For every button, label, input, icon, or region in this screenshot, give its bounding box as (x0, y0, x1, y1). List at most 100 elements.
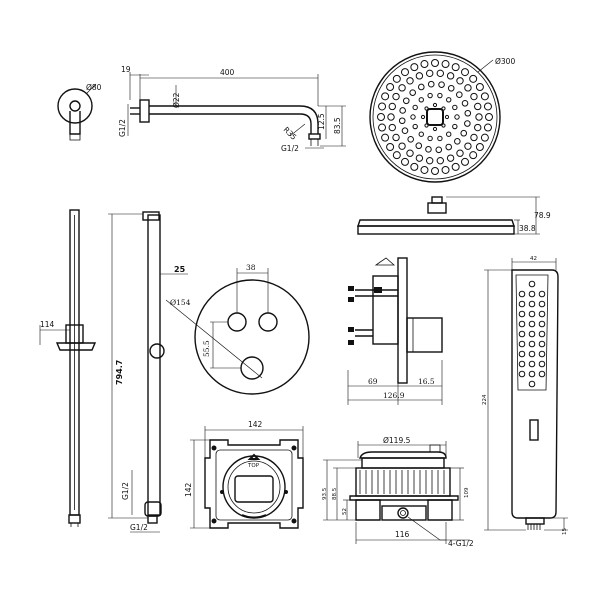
shower-head-nozzle (432, 102, 438, 108)
arm-offset-label: 12.5 (317, 113, 326, 130)
slide-rail-side-thread-label: G1/2 (121, 482, 130, 500)
shower-head-nozzle (461, 99, 469, 107)
shower-head-ball-joint (427, 202, 447, 214)
shower-head-nozzle (400, 157, 409, 166)
box-side-right-foot (427, 499, 453, 521)
shower-head-nozzle (387, 113, 395, 121)
shower-head-height-label: 78.9 (534, 211, 551, 220)
hand-shower-nozzle (518, 310, 526, 318)
shower-head-nozzle (446, 131, 452, 137)
hand-shower-nozzle (528, 340, 536, 348)
valve-side-plate (397, 257, 408, 384)
shower-head-body (357, 219, 515, 227)
hand-shower-nozzle (518, 330, 526, 338)
arm-tube-diameter-label: Ø22 (172, 92, 181, 108)
slide-rail-side-bar (147, 214, 161, 516)
shower-head-nozzle (412, 123, 418, 130)
valve-depth-label: 69 (368, 377, 378, 386)
shower-head-nozzle (464, 120, 471, 127)
hand-shower-nozzle (538, 340, 546, 348)
shower-head-center-cap (426, 108, 444, 126)
hand-shower-nozzle (528, 290, 536, 298)
hand-shower-view: 42 224 15 (482, 256, 568, 535)
hand-shower-nozzle (528, 320, 536, 328)
shower-head-nozzle (392, 133, 400, 142)
shower-head-nozzle (420, 165, 429, 174)
arm-mount-flange (57, 88, 93, 124)
valve-plate-diameter-label: Ø154 (170, 298, 191, 307)
hand-shower-nozzle (538, 300, 546, 308)
arm-mount-thread (69, 134, 81, 141)
hand-shower-nozzle (538, 290, 546, 298)
shower-head-nozzle (420, 60, 429, 69)
arm-length-label: 400 (220, 68, 235, 77)
shower-head-nozzle (464, 142, 472, 150)
slide-rail-width-label: 114 (40, 320, 55, 329)
box-top-window (234, 475, 274, 503)
shower-head-nozzle (475, 82, 484, 91)
shower-head-nozzle (441, 60, 450, 69)
arm-mount-diameter-label: Ø80 (86, 83, 102, 92)
shower-arm-view: 19 400 G1/2 Ø22 R35 12.5 83.5 G1/2 (118, 65, 346, 153)
shower-head-nozzle (425, 146, 432, 153)
arm-radius-label: R35 (282, 125, 299, 142)
box-side-h3-label: 109 (464, 487, 470, 498)
hand-shower-nozzle (518, 290, 526, 298)
box-side-outlets-label: 4-G1/2 (448, 539, 474, 548)
shower-head-diameter-label: Ø300 (495, 57, 515, 66)
box-side-diameter-label: Ø119.5 (383, 436, 411, 445)
slide-rail-outlet (68, 514, 81, 524)
shower-head-nozzle (483, 102, 492, 111)
arm-wall-flange (139, 99, 150, 123)
shower-head-nozzle (437, 135, 443, 142)
shower-head-nozzle (436, 156, 445, 165)
shower-head-nozzle (480, 133, 489, 142)
arm-mount-thread-label: G1/2 (118, 119, 127, 137)
shower-head-nozzle (469, 74, 478, 83)
shower-head-nozzle (438, 81, 445, 88)
shower-head-nozzle (470, 92, 478, 101)
shower-head-nozzle (475, 143, 484, 152)
valve-trim-label: 16.5 (418, 377, 435, 386)
shower-head-nozzle (461, 157, 470, 166)
shower-head-nozzle (431, 167, 439, 175)
shower-head-nozzle (474, 123, 482, 132)
shower-head-nozzle (386, 82, 395, 91)
shower-head-nozzle (454, 138, 461, 145)
hand-shower-nozzle (538, 360, 546, 368)
hand-shower-nozzle (528, 360, 536, 368)
valve-knob-offset-label: 55.5 (202, 340, 211, 357)
shower-head-nozzle (381, 133, 390, 142)
shower-head-connector (431, 196, 443, 204)
shower-head-nozzle (483, 123, 492, 132)
shower-head-nozzle (454, 114, 460, 120)
shower-head-nozzle (431, 59, 439, 67)
shower-head-nozzle (378, 102, 387, 111)
valve-plate-outer (194, 279, 310, 395)
arm-tube-bottom (149, 113, 312, 134)
shower-head-nozzle (485, 113, 493, 121)
shower-head-nozzle (446, 154, 455, 162)
slide-rail-bottom-outlet (147, 515, 158, 524)
shower-head-nozzle (386, 143, 395, 152)
shower-head-nozzle (427, 92, 433, 99)
shower-head-nozzle (392, 151, 401, 160)
box-side-ribs (359, 470, 445, 494)
hand-shower-nozzle (528, 380, 536, 388)
shower-head-nozzle (415, 72, 424, 80)
shower-head-nozzle (460, 129, 468, 137)
shower-head-nozzle (415, 154, 424, 162)
shower-head-nozzle (456, 149, 464, 157)
shower-head-nozzle (410, 63, 419, 72)
box-height-label: 142 (184, 482, 193, 497)
shower-head-nozzle (407, 136, 414, 143)
hand-shower-nozzles (518, 280, 546, 388)
hand-shower-nozzle (528, 280, 536, 288)
hand-shower-nozzle (538, 310, 546, 318)
shower-head-nozzle (435, 146, 443, 154)
shower-head-nozzle (412, 104, 418, 111)
shower-head-nozzle (398, 84, 406, 92)
hand-shower-nozzle (518, 350, 526, 358)
hand-shower-nozzle (528, 310, 536, 318)
shower-head-nozzle (432, 126, 438, 132)
